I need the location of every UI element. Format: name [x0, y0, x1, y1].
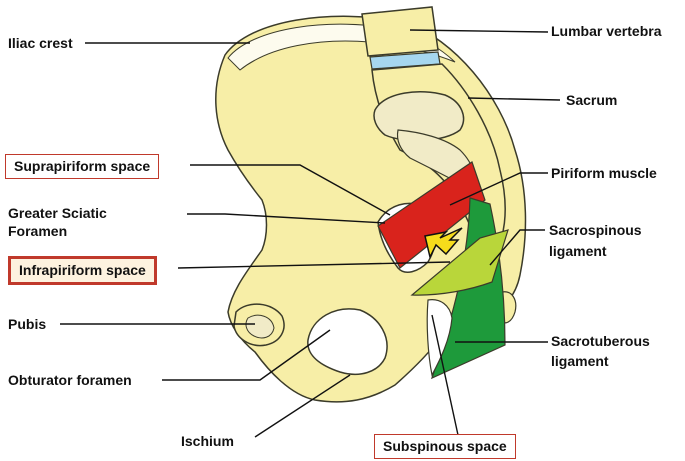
- label-piriform-muscle: Piriform muscle: [551, 165, 657, 181]
- leader-ischium: [254, 374, 351, 438]
- label-pubis: Pubis: [8, 316, 47, 332]
- label-ischium: Ischium: [181, 433, 234, 449]
- label-sacrospinous-ligament-line1: Sacrospinous: [549, 222, 642, 238]
- obturator-foramen-opening: [307, 308, 388, 376]
- label-obturator-foramen: Obturator foramen: [8, 372, 132, 388]
- label-greater-sciatic-foramen-line1: Greater Sciatic: [8, 205, 107, 221]
- label-infrapiriform-space: Infrapiriform space: [8, 256, 157, 285]
- label-iliac-crest: Iliac crest: [8, 35, 73, 51]
- lumbar-vertebra-body: [361, 6, 439, 57]
- leader-suprapiriform: [190, 164, 391, 216]
- infrapiriform-arrow: [424, 227, 463, 260]
- label-sacrotuberous-ligament-line2: ligament: [551, 353, 609, 369]
- label-lumbar-vertebra: Lumbar vertebra: [551, 23, 662, 39]
- leader-piriform: [449, 172, 548, 206]
- leader-lumbar-vertebra: [409, 29, 549, 33]
- leader-infrapiriform: [177, 261, 451, 269]
- label-suprapiriform-space: Suprapiriform space: [5, 154, 160, 179]
- label-sacrum: Sacrum: [566, 92, 618, 108]
- leader-greater-sciatic: [187, 213, 386, 224]
- label-subspinous-space: Subspinous space: [374, 434, 516, 459]
- leader-lines: [60, 29, 561, 438]
- label-greater-sciatic-foramen-line2: Foramen: [8, 223, 68, 239]
- label-sacrospinous-ligament-line2: ligament: [549, 243, 607, 259]
- leader-sacrum: [467, 97, 561, 101]
- pubic-symphysis-face: [245, 314, 275, 339]
- leader-obturator: [162, 329, 331, 381]
- piriform-muscle: [377, 161, 486, 269]
- leader-sacrospinous: [489, 229, 545, 266]
- sacrospinous-ligament: [410, 229, 509, 296]
- sacral-promontory: [373, 91, 465, 142]
- label-sacrotuberous-ligament-line1: Sacrotuberous: [551, 333, 650, 349]
- leader-subspinous: [431, 314, 459, 436]
